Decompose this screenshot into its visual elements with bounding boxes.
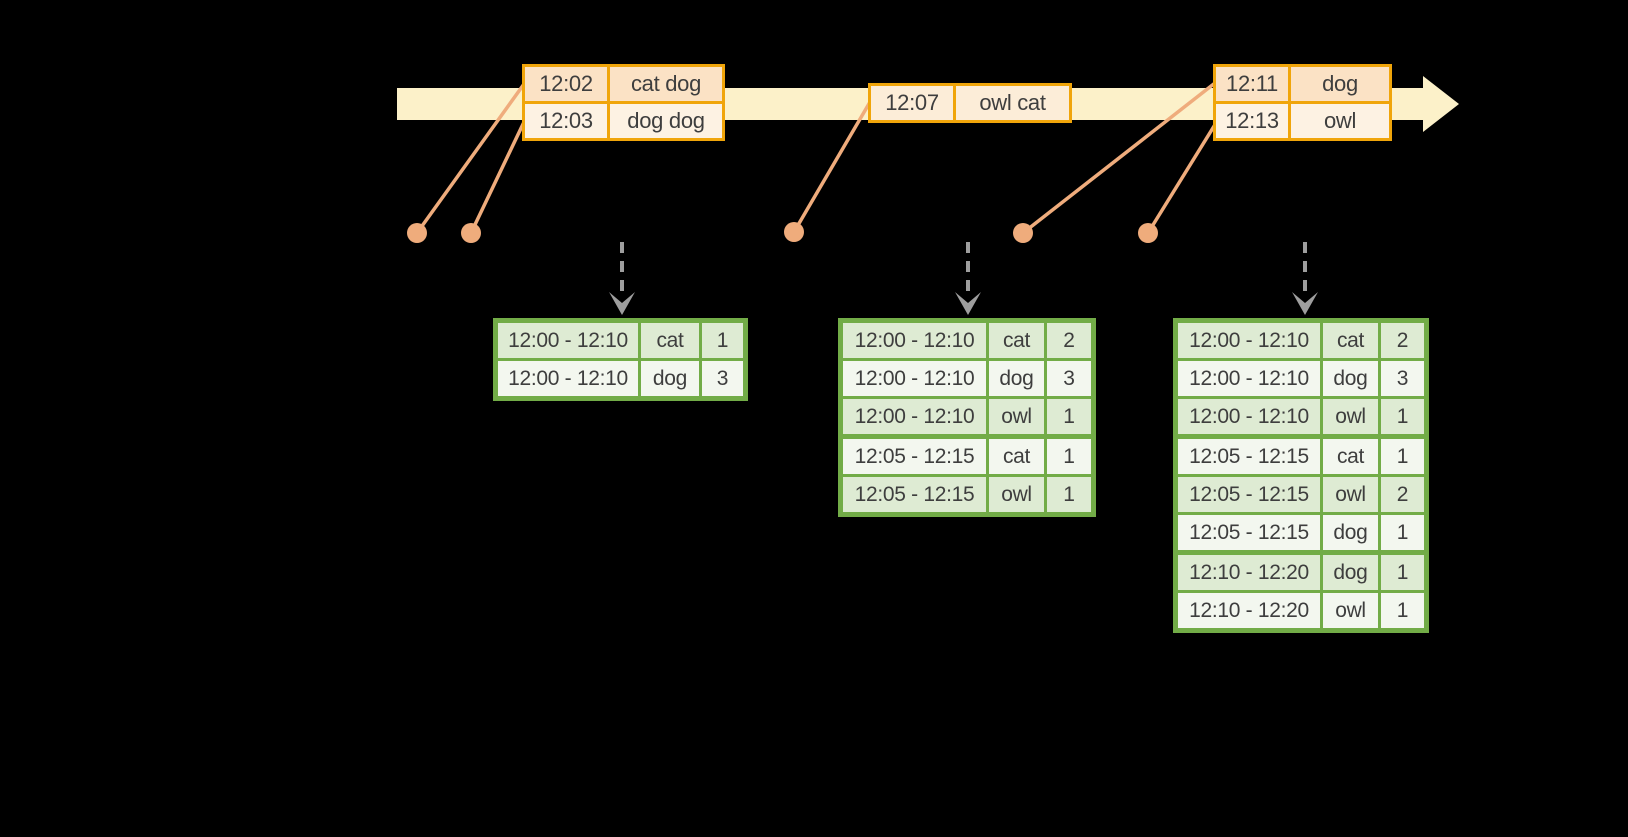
count-cell: 1 — [1381, 515, 1424, 550]
event-connector-line — [1146, 122, 1218, 234]
result-arrow — [1292, 242, 1318, 315]
count-cell: 1 — [1381, 593, 1424, 628]
word-cell: owl — [989, 477, 1044, 512]
window-cell: 12:05 - 12:15 — [1178, 515, 1320, 550]
word-cell: dog — [1323, 515, 1378, 550]
result-arrow — [955, 242, 981, 315]
event-dot — [1013, 223, 1033, 243]
arrow-down-icon — [955, 292, 981, 315]
count-cell: 1 — [1381, 439, 1424, 474]
event-words-cell: owl cat — [956, 86, 1069, 120]
word-cell: dog — [989, 361, 1044, 396]
window-cell: 12:10 - 12:20 — [1178, 555, 1320, 590]
window-cell: 12:00 - 12:10 — [843, 399, 986, 434]
word-cell: owl — [1323, 399, 1378, 434]
word-cell: dog — [1323, 555, 1378, 590]
count-cell: 1 — [1047, 439, 1091, 474]
word-cell: cat — [989, 439, 1044, 474]
event-dot — [461, 223, 481, 243]
window-cell: 12:05 - 12:15 — [843, 439, 986, 474]
count-cell: 1 — [1381, 555, 1424, 590]
count-cell: 3 — [1381, 361, 1424, 396]
word-cell: dog — [1323, 361, 1378, 396]
window-cell: 12:00 - 12:10 — [498, 361, 638, 396]
event-words-cell: dog — [1291, 67, 1389, 101]
window-cell: 12:05 - 12:15 — [1178, 477, 1320, 512]
window-cell: 12:00 - 12:10 — [843, 361, 986, 396]
window-cell: 12:05 - 12:15 — [1178, 439, 1320, 474]
window-cell: 12:00 - 12:10 — [1178, 323, 1320, 358]
event-words-cell: dog dog — [610, 104, 722, 138]
word-cell: owl — [1323, 477, 1378, 512]
event-time-cell: 12:02 — [525, 67, 607, 101]
timeline-arrowhead-icon — [1423, 76, 1459, 132]
count-cell: 3 — [1047, 361, 1091, 396]
count-cell: 2 — [1381, 477, 1424, 512]
event-time-cell: 12:03 — [525, 104, 607, 138]
arrow-down-icon — [609, 292, 635, 315]
event-time-cell: 12:11 — [1216, 67, 1288, 101]
count-cell: 1 — [702, 323, 743, 358]
event-connector-line — [415, 82, 526, 235]
event-dot — [784, 222, 804, 242]
word-cell: cat — [1323, 439, 1378, 474]
event-connector-line — [469, 121, 526, 234]
word-cell: cat — [989, 323, 1044, 358]
event-time-cell: 12:07 — [871, 86, 953, 120]
window-cell: 12:05 - 12:15 — [843, 477, 986, 512]
event-words-cell: cat dog — [610, 67, 722, 101]
count-cell: 1 — [1047, 477, 1091, 512]
event-connector-line — [792, 101, 872, 233]
count-cell: 3 — [702, 361, 743, 396]
count-cell: 1 — [1047, 399, 1091, 434]
window-cell: 12:00 - 12:10 — [1178, 361, 1320, 396]
event-words-cell: owl — [1291, 104, 1389, 138]
window-cell: 12:00 - 12:10 — [498, 323, 638, 358]
event-dot — [1138, 223, 1158, 243]
count-cell: 2 — [1047, 323, 1091, 358]
event-time-cell: 12:13 — [1216, 104, 1288, 138]
word-cell: dog — [641, 361, 699, 396]
window-cell: 12:00 - 12:10 — [1178, 399, 1320, 434]
word-cell: cat — [641, 323, 699, 358]
count-cell: 1 — [1381, 399, 1424, 434]
window-cell: 12:10 - 12:20 — [1178, 593, 1320, 628]
arrow-down-icon — [1292, 292, 1318, 315]
result-arrow — [609, 242, 635, 315]
word-cell: cat — [1323, 323, 1378, 358]
count-cell: 2 — [1381, 323, 1424, 358]
word-cell: owl — [1323, 593, 1378, 628]
word-cell: owl — [989, 399, 1044, 434]
window-cell: 12:00 - 12:10 — [843, 323, 986, 358]
event-dot — [407, 223, 427, 243]
event-connector-line — [1021, 81, 1217, 235]
